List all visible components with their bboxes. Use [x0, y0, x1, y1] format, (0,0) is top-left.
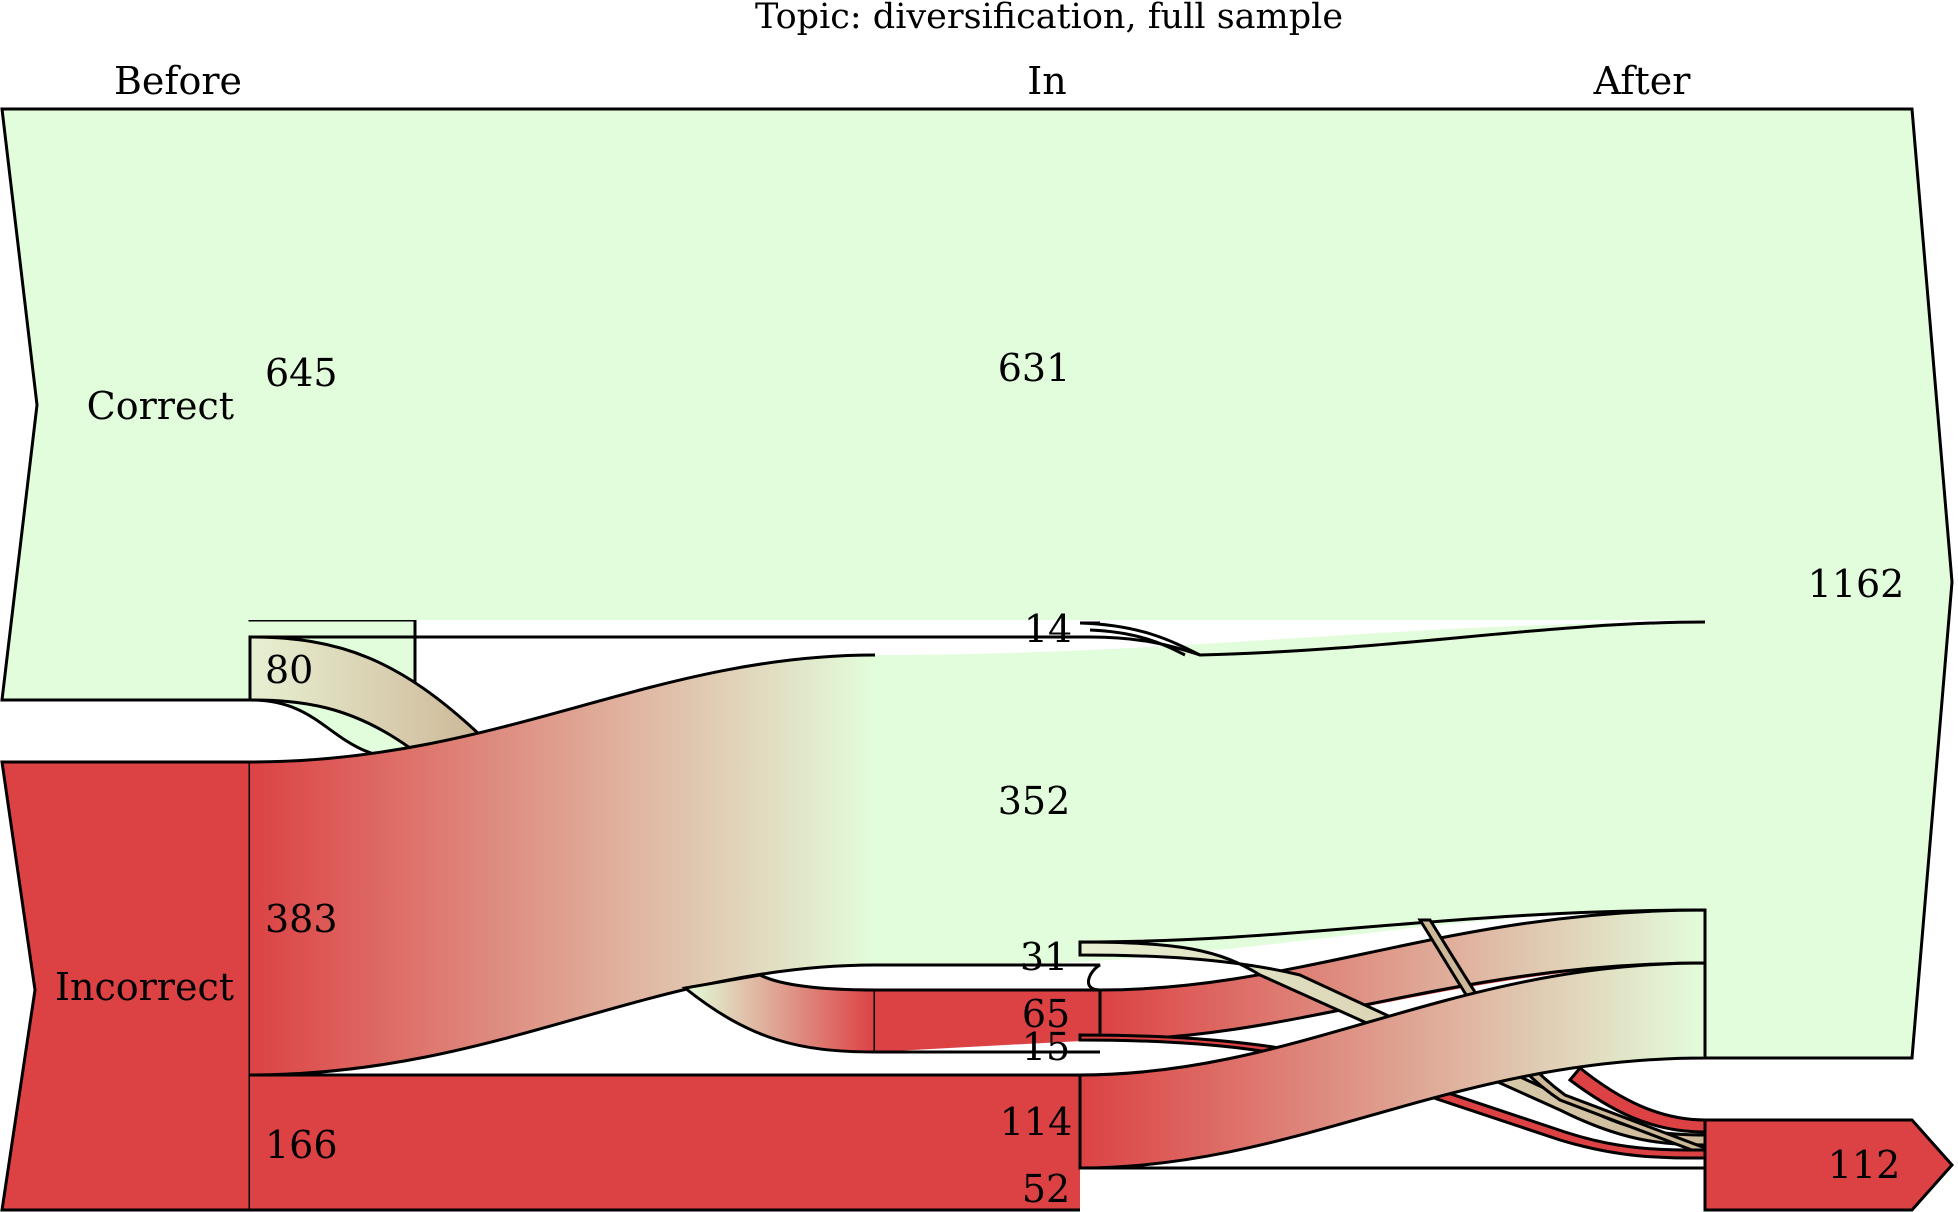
value-in-352: 352 — [998, 779, 1071, 823]
value-in-65: 65 — [1022, 992, 1070, 1036]
flow-into-after-incorrect — [1567, 1065, 1707, 1134]
category-correct: Correct — [87, 384, 234, 428]
value-in-114: 114 — [1000, 1100, 1073, 1144]
value-in-52: 52 — [1022, 1167, 1070, 1211]
node-before-incorrect-166-band — [250, 1075, 1080, 1210]
flow-14-b — [1079, 620, 1706, 657]
value-in-correct-stay: 631 — [998, 346, 1071, 390]
stage-in: In — [1027, 59, 1066, 103]
value-before-correct: 645 — [265, 351, 338, 395]
flow-383-edge-top — [249, 653, 876, 764]
chart-title: Topic: diversification, full sample — [755, 0, 1343, 37]
category-incorrect: Incorrect — [55, 965, 234, 1009]
value-before-correct-to-incorrect: 80 — [265, 648, 313, 692]
flow-14 — [250, 635, 1201, 657]
value-in-15: 15 — [1022, 1025, 1070, 1069]
value-after-correct: 1162 — [1808, 562, 1905, 606]
flow-383 — [250, 655, 875, 1075]
band-correct-outline — [2, 107, 1954, 1060]
stage-before: Before — [114, 59, 242, 103]
band-correct-main — [248, 109, 1952, 1058]
flow-114-to-correct — [1078, 961, 1707, 1170]
value-after-incorrect: 112 — [1828, 1143, 1901, 1187]
flow-166-outline — [2, 1073, 1080, 1212]
stage-after: After — [1593, 59, 1692, 103]
value-in-14: 14 — [1024, 607, 1072, 651]
value-before-incorrect: 166 — [265, 1123, 338, 1167]
flow-383-edge-bottom — [249, 963, 876, 1077]
node-after-incorrect — [1703, 1118, 1955, 1212]
flow-31-to-correct — [1079, 908, 1706, 944]
value-before-incorrect-to-correct: 383 — [265, 897, 338, 941]
value-in-31: 31 — [1020, 935, 1068, 979]
flow-65-lobe — [681, 973, 877, 1054]
